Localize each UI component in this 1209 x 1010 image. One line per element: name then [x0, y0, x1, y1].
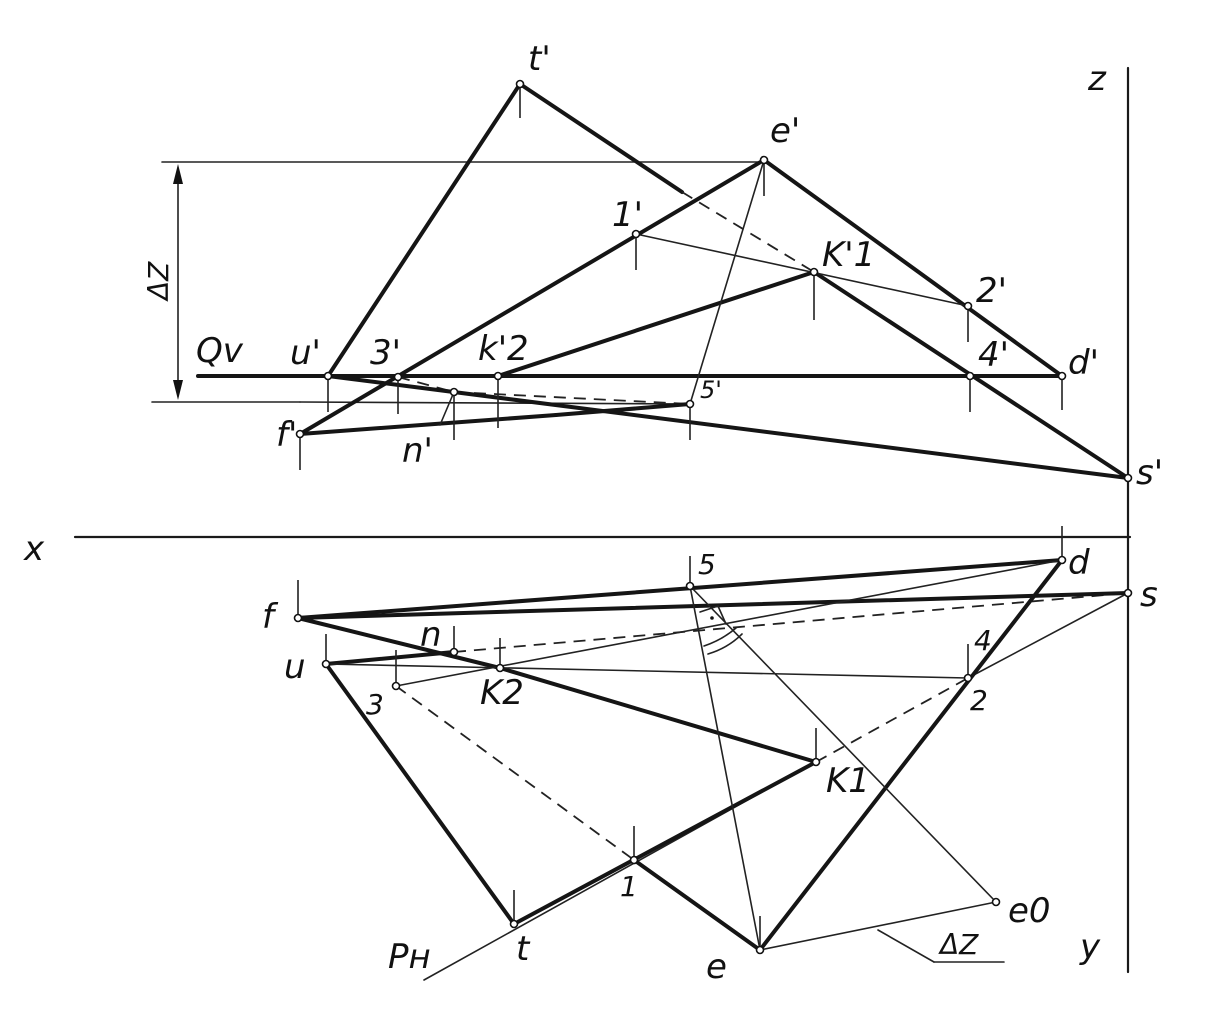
edge-u-s-top-hidden — [453, 592, 1129, 653]
label-e-prime: e' — [770, 111, 800, 151]
line-5-e0-top — [689, 585, 997, 903]
x-axis-label: x — [23, 529, 45, 569]
label-k1-prime: K'1 — [822, 235, 875, 275]
edge-u-t-front — [326, 82, 522, 378]
edge-f-d-front-a — [298, 413, 558, 436]
edge-u-t-top — [324, 662, 516, 926]
label-e0: e0 — [1008, 891, 1051, 931]
label-5: 5 — [698, 548, 716, 581]
ph-label: Pн — [388, 937, 431, 977]
top-points — [293, 555, 1133, 955]
label-e: e — [706, 947, 727, 987]
n-leader — [439, 391, 455, 426]
label-1: 1 — [620, 870, 638, 903]
line-3-d-top — [395, 559, 1063, 687]
edge-t-s-front-hidden — [681, 191, 815, 273]
edge-u-n-top — [324, 650, 456, 666]
label-n-prime: n' — [402, 431, 433, 471]
line-e-5-front — [689, 159, 765, 405]
edge-e-d-front — [762, 158, 1064, 378]
qv-label: Qv — [196, 331, 244, 371]
label-n: n — [420, 615, 442, 655]
label-d: d — [1068, 543, 1090, 583]
label-3-prime: 3' — [370, 333, 401, 373]
label-d-prime: d' — [1068, 343, 1099, 383]
line-u-2-top — [325, 663, 969, 679]
angle-arc-2 — [707, 633, 743, 655]
label-s-prime: s' — [1136, 453, 1163, 493]
label-t-prime: t' — [528, 39, 551, 79]
edge-f-s-top — [296, 591, 1130, 620]
intersection-k2-k1-top — [498, 666, 818, 764]
edge-t-k1-top — [512, 760, 818, 926]
front-ticks — [299, 84, 1063, 470]
edge-t-s-front-a — [518, 82, 684, 194]
label-s: s — [1140, 575, 1158, 615]
z-axis-label: z — [1087, 59, 1107, 99]
line-e-e0-top — [759, 901, 997, 951]
edge-f-d-front-b — [554, 402, 692, 417]
edge-d-e-top — [758, 558, 1064, 952]
label-u: u — [284, 647, 306, 687]
label-k2-prime: k'2 — [478, 329, 529, 369]
line-1-2-front — [635, 233, 969, 307]
angle-arc-1 — [703, 627, 737, 647]
dz-arrow-up — [173, 164, 183, 184]
edge-f-e-front — [298, 158, 766, 436]
dz-leader-bottom — [877, 929, 935, 963]
ph-trace-hidden — [815, 677, 969, 763]
label-4: 4 — [974, 624, 992, 657]
delta-z-bottom-label: ΔZ — [938, 928, 979, 961]
horizontal-f-line — [299, 401, 691, 405]
label-f: f — [262, 597, 279, 637]
dz-arrow-down — [173, 380, 183, 400]
intersection-k2-k1-front — [496, 270, 816, 378]
line-5-e-top — [689, 585, 761, 951]
y-axis-label: y — [1079, 927, 1101, 967]
label-3: 3 — [366, 688, 384, 721]
edge-f-d-top — [296, 558, 1064, 620]
label-k1: K1 — [826, 761, 870, 801]
ph-trace-end — [967, 592, 1129, 679]
line-3-1-hidden — [395, 685, 635, 861]
edge-f-k2-top — [296, 616, 502, 670]
front-points — [295, 79, 1133, 483]
right-angle-dot — [710, 616, 714, 620]
edge-1-e-top — [632, 858, 762, 952]
label-4-prime: 4' — [978, 335, 1009, 375]
label-u-prime: u' — [290, 333, 321, 373]
label-2: 2 — [970, 684, 988, 717]
label-1-prime: 1' — [612, 195, 643, 235]
top-ticks — [297, 526, 1129, 950]
right-angle-mark — [699, 605, 727, 625]
label-5-prime: 5' — [700, 376, 722, 404]
label-2-prime: 2' — [976, 271, 1007, 311]
label-f-prime: f' — [276, 415, 297, 455]
label-k2: K2 — [480, 673, 524, 713]
edge-u-s-front — [326, 374, 1130, 480]
delta-z-label: ΔZ — [142, 261, 175, 302]
label-t: t — [516, 929, 531, 969]
